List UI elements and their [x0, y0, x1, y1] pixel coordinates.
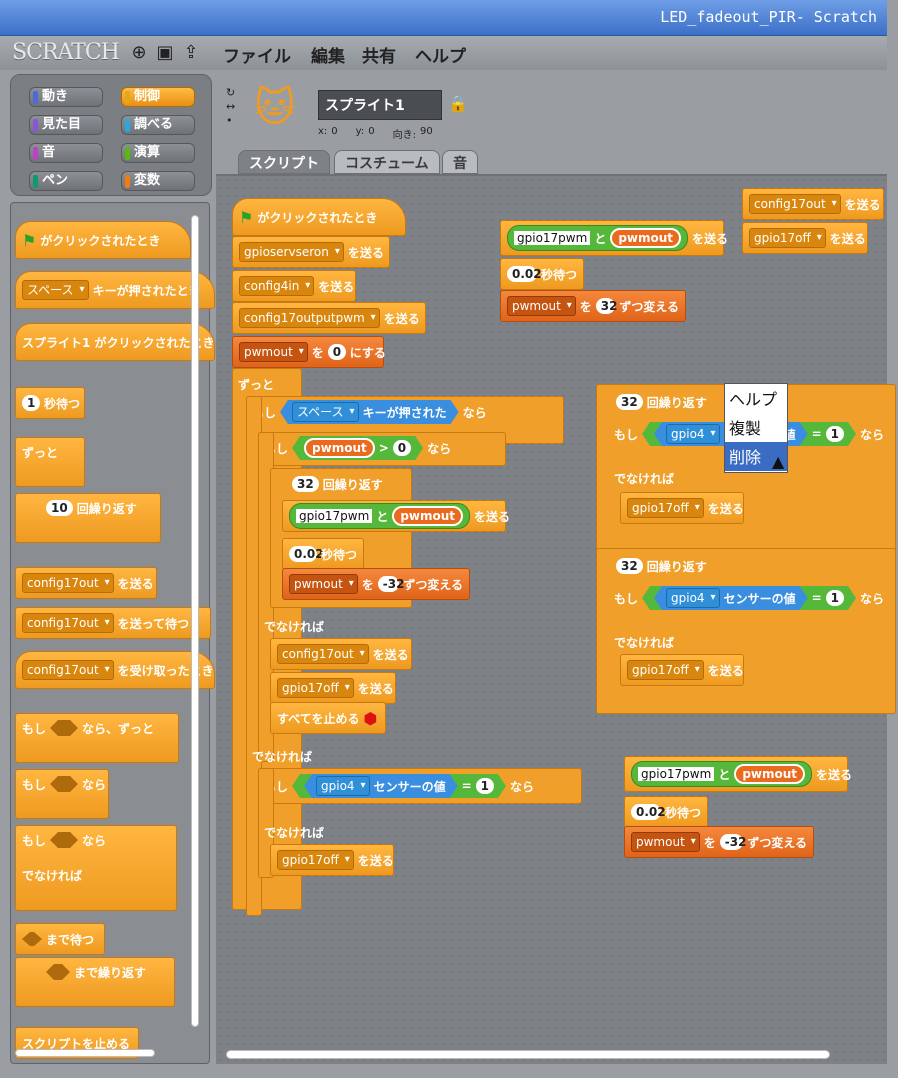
menu-edit[interactable]: 編集 [311, 47, 345, 67]
tab-costumes[interactable]: コスチューム [334, 150, 440, 174]
category-sensing[interactable]: 調べる [121, 115, 195, 135]
menu-share[interactable]: 共有 [362, 47, 396, 67]
hat-when-flag-clicked[interactable]: ⚑がクリックされたとき [232, 198, 406, 236]
save-icon[interactable]: ▣ [156, 42, 174, 63]
category-looks[interactable]: 見た目 [29, 115, 103, 135]
category-motion[interactable]: 動き [29, 87, 103, 107]
loose-change-pwmout-32[interactable]: pwmoutを32ずつ変える [500, 290, 686, 322]
if-gpio4-sensor-label: もしgpio4センサーの値=1なら [258, 770, 582, 802]
set-pwmout[interactable]: pwmoutを0にする [232, 336, 386, 368]
palette-if-forever[interactable]: もしなら、ずっと [15, 713, 179, 763]
else-inner-label: でなければ [264, 619, 325, 634]
else-gpio4-label: でなければ [264, 825, 325, 840]
tab-scripts[interactable]: スクリプト [238, 150, 330, 174]
category-variables[interactable]: 変数 [121, 171, 195, 191]
palette-forever[interactable]: ずっと [15, 437, 85, 487]
menu-bar: SCRATCH ⊕ ▣ ⇪ ファイル 編集 共有 ヘルプ [0, 36, 887, 70]
context-menu: ヘルプ 複製 削除 [724, 383, 788, 473]
menu-file[interactable]: ファイル [223, 47, 291, 67]
loose-repeat-d[interactable] [596, 548, 896, 714]
title-bar: LED_fadeout_PIR- Scratch [0, 0, 887, 36]
broadcast-gpio17off-2[interactable]: gpio17offを送る [270, 844, 394, 876]
context-menu-delete[interactable]: 削除 [725, 442, 787, 471]
else-outer-label: でなければ [252, 749, 313, 764]
if-key-pressed[interactable]: もしスペースキーが押されたなら [246, 396, 564, 428]
palette-repeat-until[interactable]: まで繰り返す [15, 957, 175, 1007]
script-area[interactable]: ⚑がクリックされたとき gpioservseronを送る config4inを送… [216, 174, 896, 1064]
stop-all[interactable]: すべてを止める⬢ [270, 702, 386, 734]
palette-when-receive[interactable]: config17outを受け取ったとき [15, 651, 215, 689]
palette-if-else[interactable]: もしならでなければ [15, 825, 177, 911]
menu-help[interactable]: ヘルプ [415, 47, 466, 67]
palette-scrollbar-h[interactable] [15, 1049, 155, 1057]
forever-label: ずっと [238, 377, 275, 392]
palette-broadcast-wait[interactable]: config17outを送って待つ [15, 607, 211, 639]
category-control[interactable]: 制御 [121, 87, 195, 107]
palette-wait-until[interactable]: まで待つ [15, 923, 105, 955]
stop-sign-icon: ⬢ [363, 708, 378, 728]
context-menu-help[interactable]: ヘルプ [729, 390, 778, 409]
block-palette[interactable]: ⚑がクリックされたとき スペースキーが押されたとき スプライト1 がクリックされ… [10, 202, 215, 1064]
context-menu-duplicate[interactable]: 複製 [729, 419, 762, 438]
window-title: LED_fadeout_PIR- Scratch [660, 8, 877, 26]
category-pen[interactable]: ペン [29, 171, 103, 191]
globe-icon[interactable]: ⊕ [131, 42, 147, 63]
broadcast-gpio17off[interactable]: gpio17offを送る [270, 672, 396, 704]
loose-broadcast-config17out[interactable]: config17outを送る [742, 188, 884, 220]
sprite-name-field[interactable]: スプライト1 [318, 90, 442, 120]
green-flag-icon: ⚑ [239, 207, 254, 227]
loose-if-d-label: もしgpio4センサーの値=1なら [608, 582, 898, 614]
loose-broadcast-gpio17off[interactable]: gpio17offを送る [742, 222, 868, 254]
palette-when-key[interactable]: スペースキーが押されたとき [15, 271, 215, 309]
lock-icon[interactable]: 🔒 [448, 94, 468, 113]
broadcast-gpioservseron[interactable]: gpioservseronを送る [232, 236, 390, 268]
loose-else-d-label: でなければ [614, 635, 675, 650]
broadcast-config4in[interactable]: config4inを送る [232, 270, 356, 302]
share-icon[interactable]: ⇪ [183, 42, 199, 63]
palette-broadcast[interactable]: config17outを送る [15, 567, 157, 599]
loose-broadcast-gpio17off-d[interactable]: gpio17offを送る [620, 654, 744, 686]
tab-sounds[interactable]: 音 [442, 150, 478, 174]
rotation-style-icons[interactable]: ↻↔• [226, 86, 236, 127]
sprite-thumbnail-cat-icon: 🐱 [254, 85, 296, 131]
mouse-cursor-icon: ▲ [772, 452, 785, 471]
scratch-logo: SCRATCH [12, 40, 120, 65]
palette-when-flag[interactable]: ⚑がクリックされたとき [15, 221, 191, 259]
palette-when-sprite-clicked[interactable]: スプライト1 がクリックされたとき [15, 323, 215, 361]
broadcast-config17outputpwm[interactable]: config17outputpwmを送る [232, 302, 426, 334]
category-panel: 動き 制御 見た目 調べる 音 演算 ペン 変数 [10, 74, 212, 196]
broadcast-config17out[interactable]: config17outを送る [270, 638, 412, 670]
loose-else-c-label: でなければ [614, 471, 675, 486]
script-scrollbar-h[interactable] [226, 1050, 830, 1059]
green-flag-icon: ⚑ [22, 230, 37, 250]
category-operators[interactable]: 演算 [121, 143, 195, 163]
palette-scrollbar-v[interactable] [191, 215, 199, 1027]
loose-broadcast-gpio17off-c[interactable]: gpio17offを送る [620, 492, 744, 524]
palette-if[interactable]: もしなら [15, 769, 109, 819]
category-sound[interactable]: 音 [29, 143, 103, 163]
